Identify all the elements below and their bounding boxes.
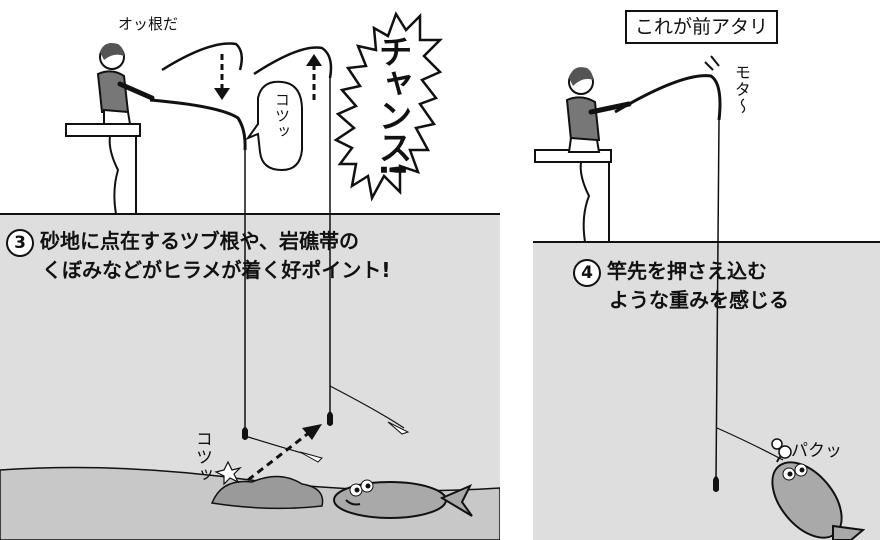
bottom-sound-text: コツッ	[192, 430, 212, 484]
motion-text: モタ〜	[732, 64, 751, 115]
shout-text: オッ根だ	[118, 15, 179, 33]
flatfish-left	[333, 479, 473, 519]
rod-tip-down-motion	[161, 42, 244, 72]
chance-text: チャンス!	[372, 34, 412, 176]
caption-3-number: 3	[6, 228, 34, 257]
right-scene	[533, 55, 880, 540]
left-scene	[0, 11, 500, 540]
sinker-right	[327, 411, 333, 426]
angler-figure-right	[565, 67, 632, 153]
rock-mound	[210, 475, 324, 510]
pier-post	[108, 135, 137, 215]
diagonal-arrow	[247, 430, 311, 482]
sinker-right-panel	[713, 476, 719, 492]
rod-bent	[149, 98, 247, 151]
front-bite-label: これが前アタリ	[625, 10, 779, 44]
pier-top	[65, 123, 141, 137]
angler-figure	[96, 43, 155, 125]
line-right	[715, 119, 720, 481]
rod-tip-up-motion	[253, 46, 333, 79]
bubble-text: コツッ	[273, 92, 291, 140]
rod-right	[614, 74, 722, 121]
caption-4-line1: 竿先を押さえ込む	[607, 259, 767, 283]
pier-post-right	[579, 161, 610, 243]
speech-bubble	[245, 80, 303, 172]
caption-3-line1: 砂地に点在するツブ根や、岩礁帯の	[40, 229, 359, 253]
caption-4-line2: ような重みを感じる	[609, 287, 789, 312]
caption-4-number: 4	[573, 258, 601, 287]
fish-sound-text: パクッ	[791, 441, 842, 461]
sinker-left	[242, 427, 248, 440]
flatfish-right	[771, 453, 866, 540]
impact-spark	[214, 460, 242, 486]
chance-burst	[333, 11, 444, 202]
caption-3-line2: くぼみなどがヒラメが着く好ポイント!	[42, 257, 391, 282]
